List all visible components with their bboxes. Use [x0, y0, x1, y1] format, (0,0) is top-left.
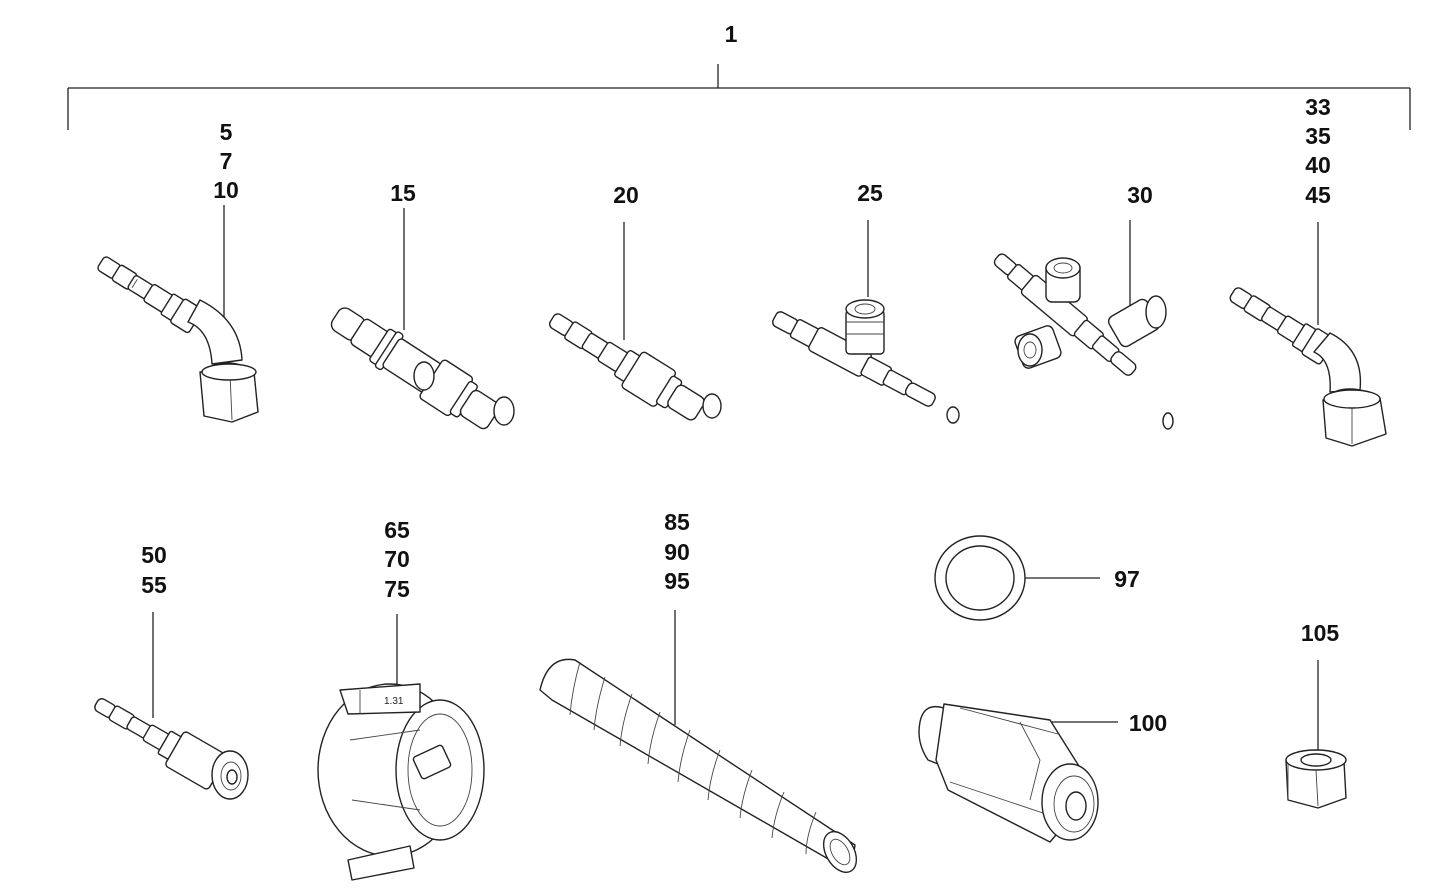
callout-line: 50: [141, 542, 167, 568]
callout-line: 10: [213, 177, 239, 203]
callout-25: 25: [857, 180, 883, 297]
clamp-marking: 1.31: [384, 696, 404, 707]
callout-line: 35: [1305, 123, 1331, 149]
hose-part: [539, 658, 858, 873]
callout-50-55: 50 55: [141, 542, 167, 718]
callout-line: 45: [1305, 182, 1331, 208]
callout-line: 70: [384, 546, 410, 572]
callout-105: 105: [1301, 620, 1340, 762]
callout-97: 97: [1022, 566, 1140, 592]
callout-line: 55: [141, 572, 167, 598]
callout-line: 33: [1305, 94, 1331, 120]
callout-line: 75: [384, 576, 410, 602]
straight-swivel-fitting-part: [330, 307, 515, 430]
nut-part: [1285, 749, 1347, 809]
female-nut-fitting-part: [94, 698, 249, 800]
callout-line: 65: [384, 517, 410, 543]
callout-line: 90: [664, 539, 690, 565]
callout-30: 30: [1127, 182, 1153, 305]
callout-line: 85: [664, 509, 690, 535]
callout-line: 15: [390, 180, 416, 206]
hose-clamp-part: 1.31: [317, 683, 485, 881]
callout-15: 15: [390, 180, 416, 330]
callout-line: 100: [1129, 710, 1167, 736]
adapter-fitting-part: [918, 703, 1099, 843]
callout-33-35-40-45: 33 35 40 45: [1305, 94, 1331, 325]
callout-100: 100: [1030, 710, 1167, 736]
callout-line: 5: [220, 119, 233, 145]
callout-line: 105: [1301, 620, 1340, 646]
callout-20: 20: [613, 182, 639, 340]
o-ring-part: [934, 535, 1026, 621]
callout-line: 30: [1127, 182, 1153, 208]
assembly-label: 1: [725, 21, 738, 47]
callout-line: 25: [857, 180, 883, 206]
callout-line: 7: [220, 148, 233, 174]
tee-coupler-part: [772, 299, 960, 424]
assembly-bracket: 1: [67, 21, 1411, 130]
straight-fitting-part: [548, 313, 722, 421]
callout-line: 40: [1305, 152, 1331, 178]
callout-line: 95: [664, 568, 690, 594]
cross-coupler-part: [993, 253, 1174, 430]
callout-65-70-75: 65 70 75: [384, 517, 410, 685]
elbow-fitting-part: [97, 256, 259, 423]
callout-line: 20: [613, 182, 639, 208]
elbow-fitting-large-part: [1229, 287, 1387, 447]
callout-85-90-95: 85 90 95: [664, 509, 690, 725]
callout-5-7-10: 5 7 10: [213, 119, 239, 320]
callout-line: 97: [1114, 566, 1140, 592]
